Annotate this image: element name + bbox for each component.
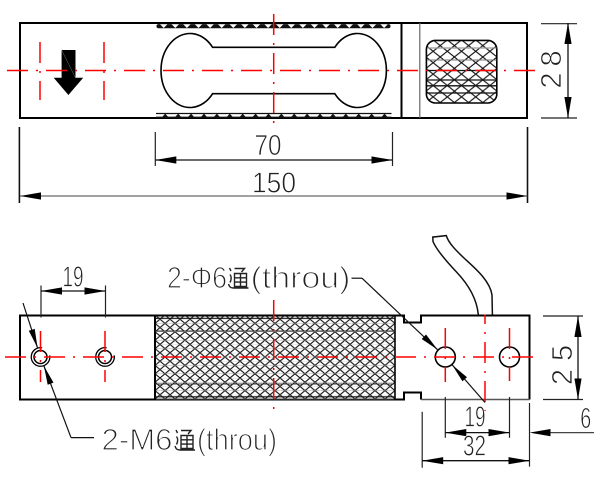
svg-text:28: 28 <box>536 44 568 88</box>
svg-text:25: 25 <box>547 337 579 385</box>
svg-text:19: 19 <box>465 401 486 433</box>
svg-text:6: 6 <box>580 403 591 435</box>
svg-text:(throu): (throu) <box>251 260 351 295</box>
svg-text:32: 32 <box>463 430 486 462</box>
svg-text:150: 150 <box>252 168 296 200</box>
svg-text:(throu): (throu) <box>197 422 277 457</box>
svg-text:2-M6: 2-M6 <box>102 422 173 457</box>
svg-text:2-Φ6: 2-Φ6 <box>167 260 227 295</box>
svg-text:19: 19 <box>63 262 84 294</box>
svg-text:70: 70 <box>255 130 282 162</box>
